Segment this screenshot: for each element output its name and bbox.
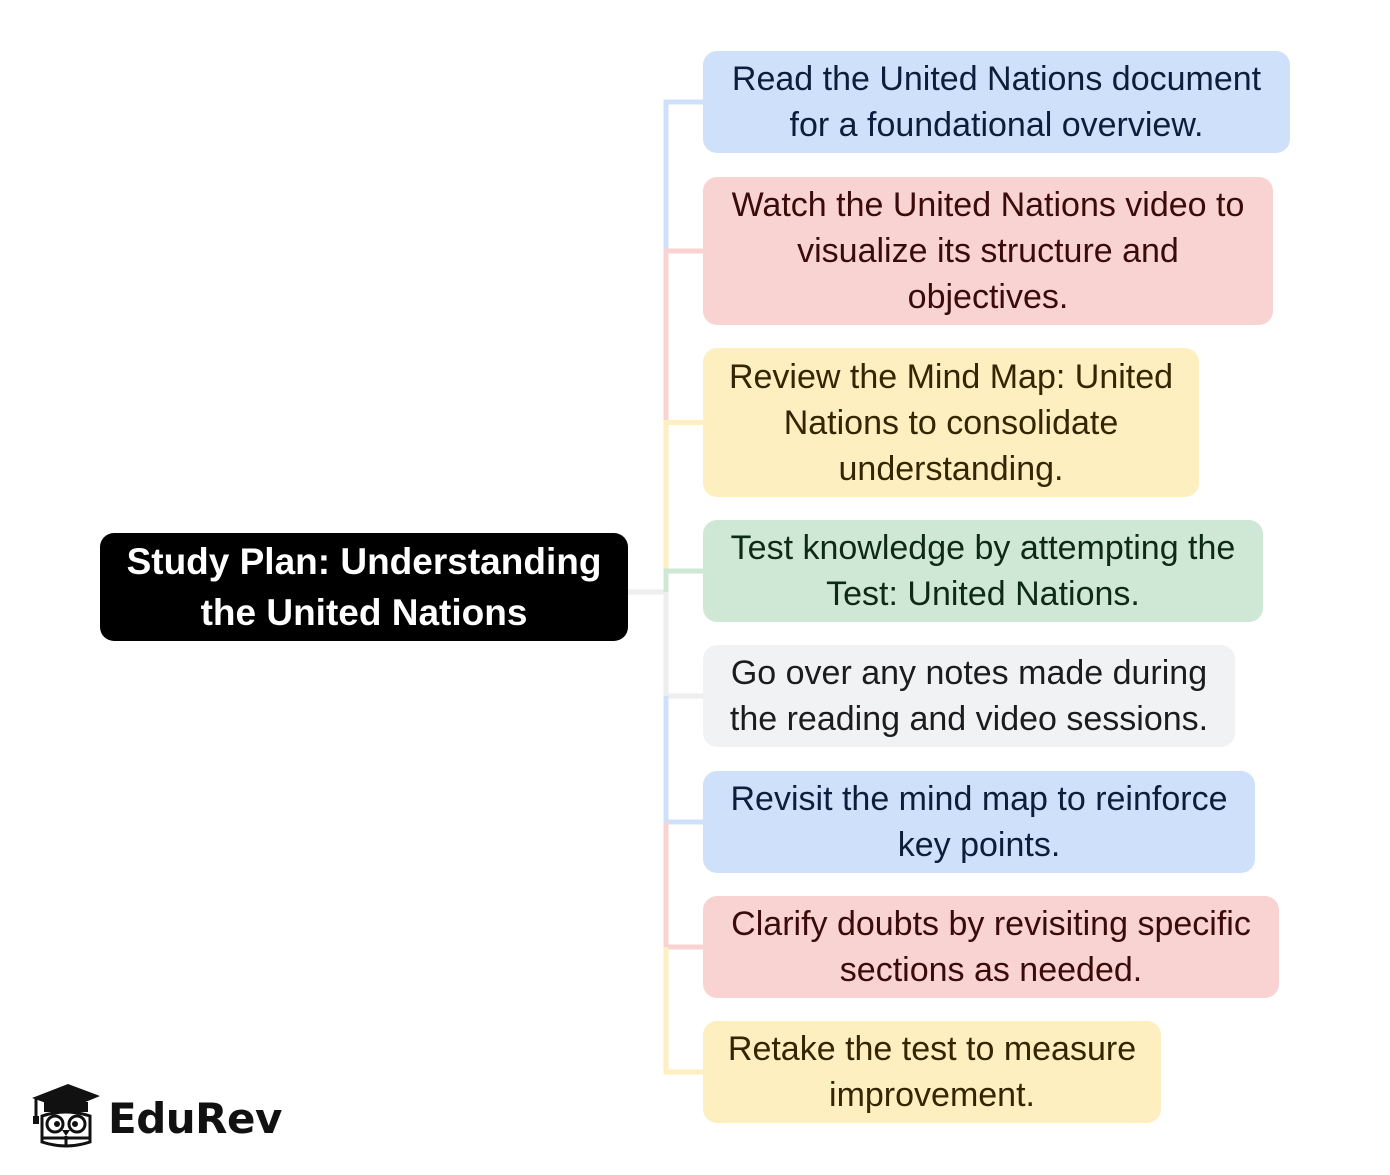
edurev-logo: EduRev <box>28 1080 288 1150</box>
step-text: Review the Mind Map: United Nations to c… <box>728 357 1174 488</box>
step-node-3: Review the Mind Map: United Nations to c… <box>703 348 1199 497</box>
step-text: Test knowledge by attempting the Test: U… <box>730 529 1236 613</box>
step-text: Go over any notes made during the readin… <box>729 654 1209 738</box>
step-text: Clarify doubts by revisiting specific se… <box>731 905 1251 989</box>
step-text: Revisit the mind map to reinforce key po… <box>730 780 1228 864</box>
logo-text: EduRev <box>108 1094 282 1143</box>
step-node-8: Retake the test to measure improvement. <box>703 1021 1161 1123</box>
step-text: Watch the United Nations video to visual… <box>731 186 1245 316</box>
step-node-7: Clarify doubts by revisiting specific se… <box>703 896 1279 998</box>
root-label: Study Plan: Understanding the United Nat… <box>126 541 602 633</box>
step-text: Retake the test to measure improvement. <box>727 1030 1137 1114</box>
step-node-6: Revisit the mind map to reinforce key po… <box>703 771 1255 873</box>
step-node-2: Watch the United Nations video to visual… <box>703 177 1273 325</box>
step-node-5: Go over any notes made during the readin… <box>703 645 1235 747</box>
root-node: Study Plan: Understanding the United Nat… <box>100 533 628 641</box>
step-node-4: Test knowledge by attempting the Test: U… <box>703 520 1263 622</box>
step-text: Read the United Nations document for a f… <box>731 60 1262 144</box>
step-node-1: Read the United Nations document for a f… <box>703 51 1290 153</box>
graduation-cap-owl-icon <box>32 1084 100 1148</box>
